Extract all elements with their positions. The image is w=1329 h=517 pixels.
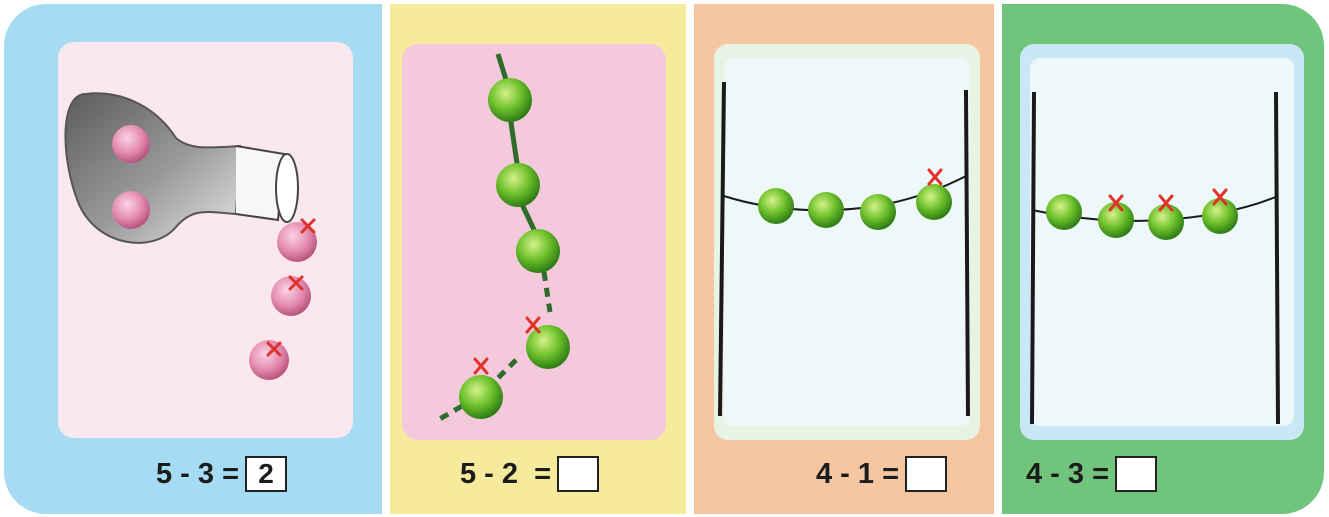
pink-ball-icon [112,191,150,229]
pink-ball-icon [249,340,289,380]
card-beads-crossed-subtraction: 4 - 3 = [1002,4,1324,514]
equation-3: 4 - 1 = [816,455,948,493]
bottle-icon [64,92,242,244]
green-bead-icon [808,192,844,228]
cross-mark-icon [927,168,943,186]
cross-mark-icon [266,218,316,357]
card-3-inner-panel [724,58,970,426]
green-bead-icon [1098,202,1134,238]
equation-1: 5 - 3 = 2 [156,455,288,493]
card-4-panel [1020,44,1304,440]
equation-2: 5 - 2 = [460,455,600,493]
green-bead-icon [1046,194,1082,230]
card-1-panel [58,42,353,438]
card-3-panel [714,44,980,440]
answer-box-3[interactable] [905,456,948,492]
green-bead-icon [916,184,952,220]
card-bottle-subtraction: 5 - 3 = 2 [4,4,382,514]
beads-line-illustration [718,81,970,417]
pink-ball-icon [112,125,150,163]
green-bead-icon [459,375,503,419]
pink-ball-icon [277,222,317,262]
green-bead-icon [488,78,532,122]
card-beads-line-subtraction: 4 - 1 = [694,4,994,514]
green-bead-icon [516,229,560,273]
green-bead-icon [860,194,896,230]
cross-mark-icon [1108,188,1228,212]
beads-crossed-illustration [1030,91,1280,425]
bottle-illustration [64,92,317,380]
green-bead-icon [1148,204,1184,240]
bead-chain-illustration [436,53,570,423]
equation-4: 4 - 3 = [1026,455,1158,493]
green-bead-icon [496,163,540,207]
green-bead-icon [526,325,570,369]
card-4-inner-panel [1030,58,1294,426]
equation-3-text: 4 - 1 = [816,457,900,490]
equation-4-text: 4 - 3 = [1026,457,1110,490]
answer-box-1[interactable]: 2 [245,456,288,492]
card-beads-chain-subtraction: 5 - 2 = [390,4,686,514]
equation-2-text: 5 - 2 = [460,457,552,490]
cross-mark-icon [473,316,541,375]
green-bead-icon [1202,198,1238,234]
answer-box-2[interactable] [557,456,600,492]
green-bead-icon [758,188,794,224]
equation-1-text: 5 - 3 = [156,457,240,490]
pink-ball-icon [271,276,311,316]
card-2-panel [402,44,666,440]
answer-box-4[interactable] [1115,456,1158,492]
